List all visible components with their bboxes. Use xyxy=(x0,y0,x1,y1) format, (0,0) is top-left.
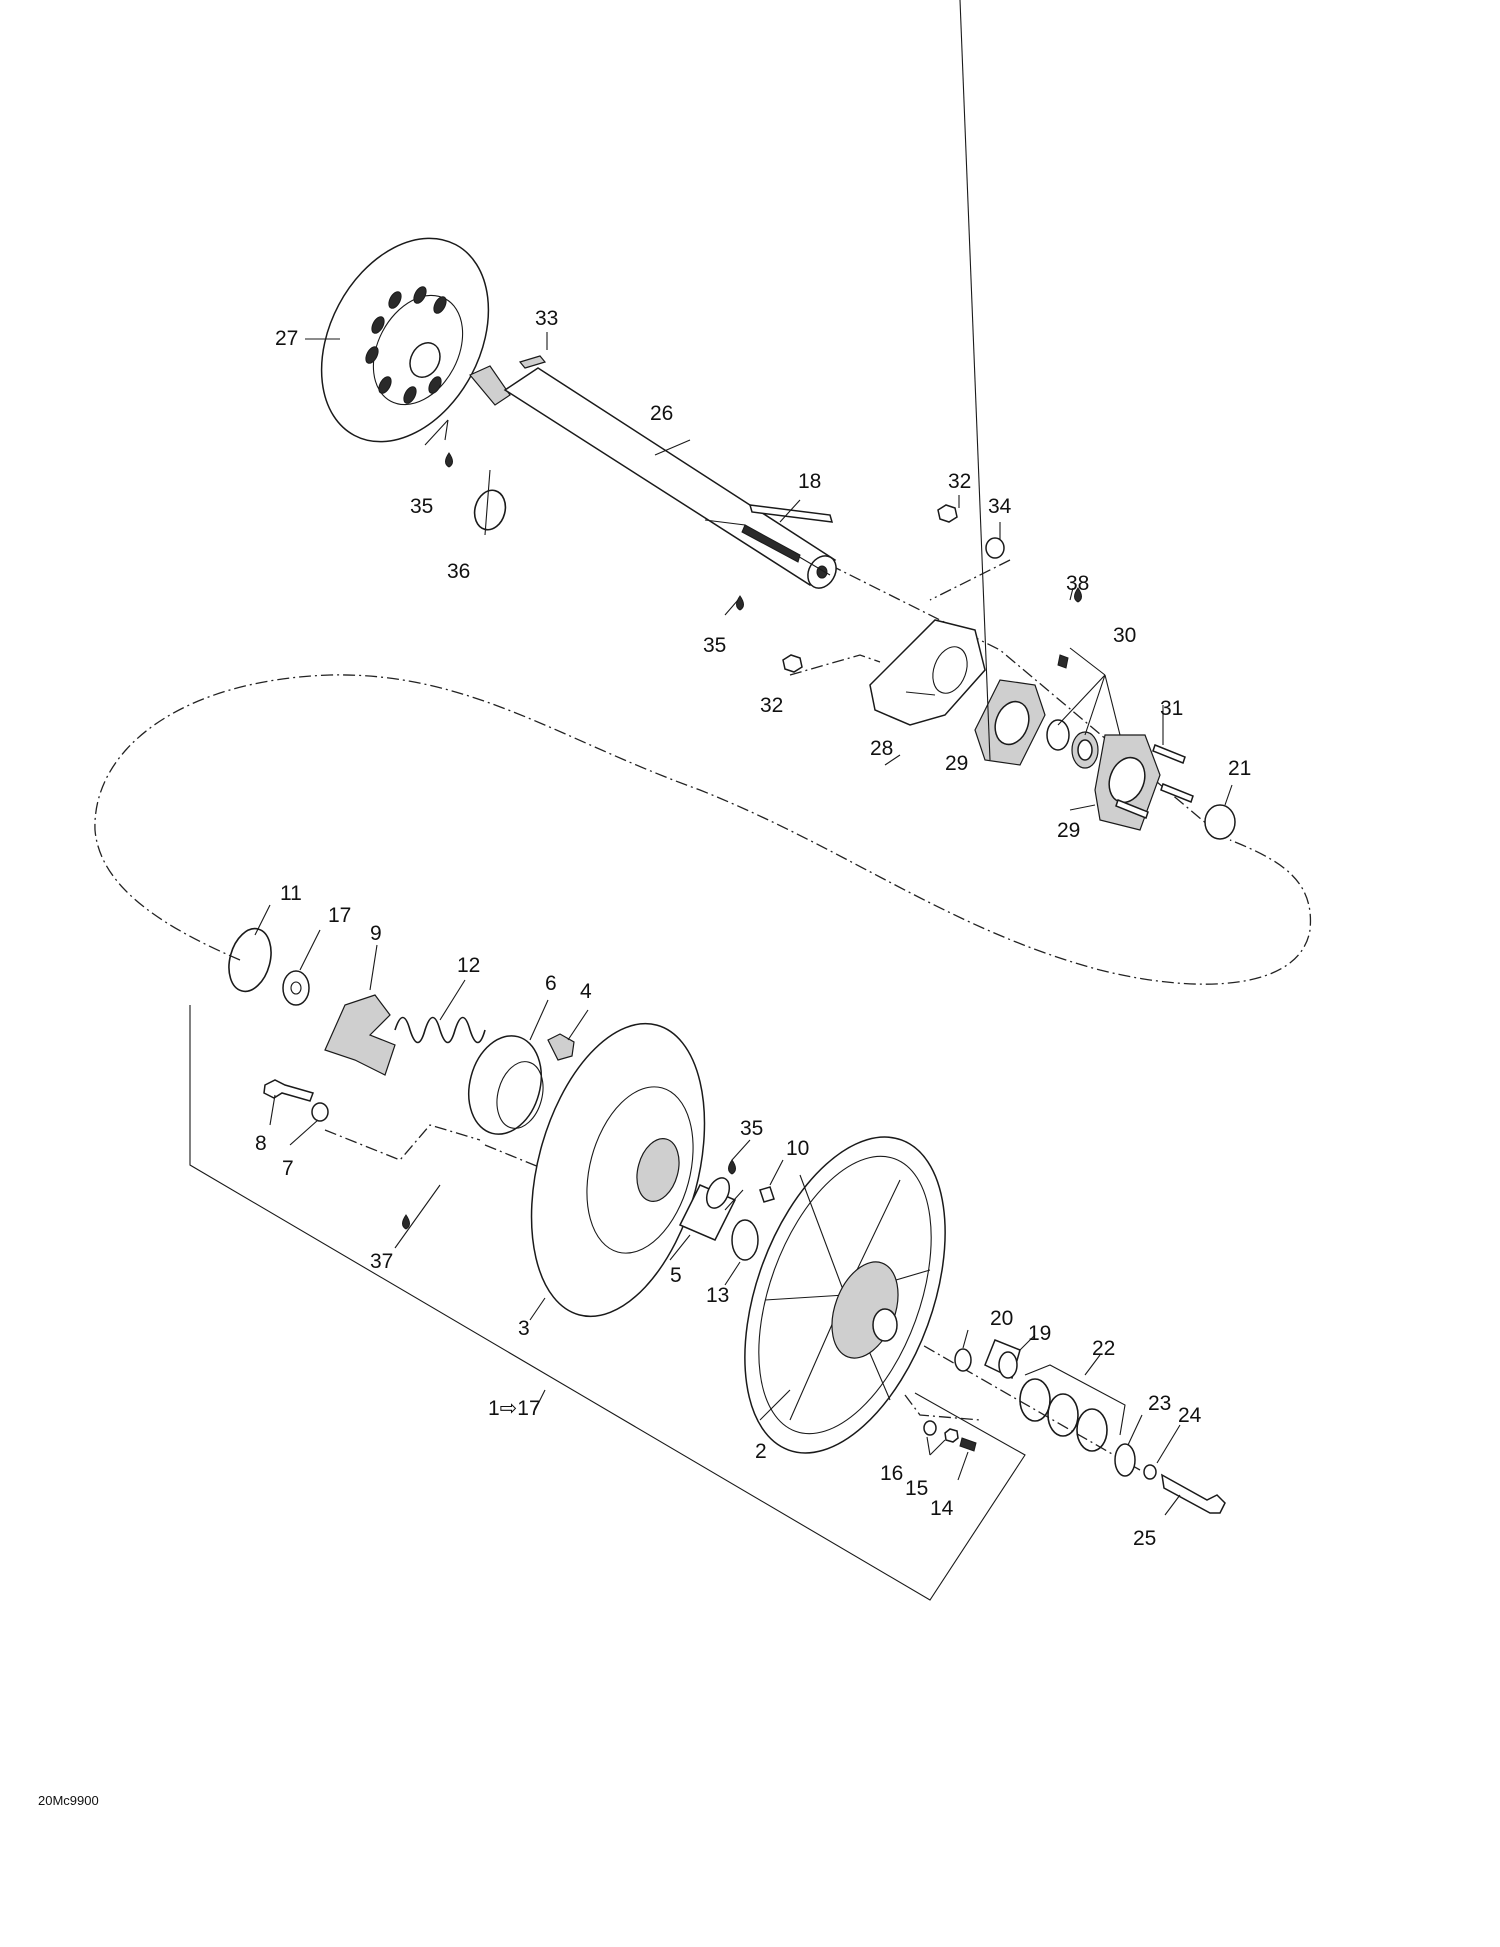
grease-drop-icon xyxy=(1074,587,1082,603)
fixed-pulley-half xyxy=(744,1136,946,1454)
assembly-bracket xyxy=(189,1005,1026,1601)
bearing-ring xyxy=(1046,719,1070,751)
slider-cup xyxy=(468,1035,542,1135)
carriage-bolt xyxy=(1152,744,1186,764)
washer-bolt-dashline xyxy=(324,1124,481,1161)
compression-spring xyxy=(394,1016,486,1044)
callout-35: 35 xyxy=(703,634,726,657)
carriage-bolt xyxy=(1160,783,1194,803)
callout-26: 26 xyxy=(650,402,673,425)
cam xyxy=(324,994,396,1076)
figure-code: 20Mc9900 xyxy=(38,1793,99,1808)
grease-drop-icon xyxy=(736,595,744,611)
callout-16: 16 xyxy=(880,1462,903,1485)
shim xyxy=(1076,1408,1108,1452)
spacer-washer xyxy=(731,1219,759,1261)
callout-22: 22 xyxy=(1092,1337,1115,1360)
o-ring xyxy=(473,489,507,531)
grease-drop-icon xyxy=(402,1214,410,1230)
slider-shoe xyxy=(547,1033,575,1061)
callout-14: 14 xyxy=(930,1497,954,1520)
callout-23: 23 xyxy=(1148,1392,1171,1415)
set-screw xyxy=(1057,654,1069,669)
spacer-bushing xyxy=(1204,804,1236,840)
callout-37: 37 xyxy=(370,1250,393,1273)
grease-drop-icon xyxy=(728,1159,736,1175)
callout-18: 18 xyxy=(798,470,821,493)
callout-32: 32 xyxy=(760,694,783,717)
hex-bolt xyxy=(263,1079,314,1102)
callout-32: 32 xyxy=(948,470,971,493)
callout-29: 29 xyxy=(1057,819,1080,842)
hex-nut xyxy=(937,504,958,523)
shaft-key xyxy=(518,355,547,369)
callout-8: 8 xyxy=(255,1132,267,1155)
long-key xyxy=(748,504,834,523)
callout-30: 30 xyxy=(1113,624,1136,647)
callout-35: 35 xyxy=(410,495,433,518)
lock-washer xyxy=(1143,1464,1157,1480)
fixed-sheave-disc xyxy=(320,237,490,443)
set-screw xyxy=(959,1437,977,1452)
bearing-plate xyxy=(869,619,986,726)
belt-path-dashline xyxy=(94,674,1312,985)
callout-31: 31 xyxy=(1160,697,1183,720)
callout-15: 15 xyxy=(905,1477,928,1500)
screw-dashline xyxy=(904,1394,981,1421)
large-washer xyxy=(1114,1443,1136,1477)
flat-washer xyxy=(954,1348,972,1372)
callout-24: 24 xyxy=(1178,1404,1202,1427)
leader-lines xyxy=(254,0,1233,1516)
callout-2: 2 xyxy=(755,1440,767,1463)
retaining-ring xyxy=(228,927,272,993)
grease-drop-icon xyxy=(445,452,453,468)
callout-6: 6 xyxy=(545,972,557,995)
callout-17: 17 xyxy=(328,904,351,927)
callout-29: 29 xyxy=(945,752,968,775)
callout-21: 21 xyxy=(1228,757,1251,780)
callout-7: 7 xyxy=(282,1157,294,1180)
sliding-sheave xyxy=(530,1022,706,1318)
callout-11: 11 xyxy=(280,882,302,905)
callout-4: 4 xyxy=(580,980,592,1003)
thrust-washer xyxy=(282,970,310,1006)
callout-1-17: 1⇨17 xyxy=(488,1397,541,1420)
flat-washer xyxy=(923,1420,937,1436)
shaft-washer-dashline xyxy=(929,559,1011,601)
callout-36: 36 xyxy=(447,560,470,583)
callout-34: 34 xyxy=(988,495,1012,518)
callout-12: 12 xyxy=(457,954,480,977)
carriage-bolt xyxy=(1115,799,1149,819)
hex-nut xyxy=(944,1428,959,1443)
lock-washer xyxy=(311,1102,329,1122)
hex-bolt xyxy=(1161,1473,1226,1514)
callout-25: 25 xyxy=(1133,1527,1156,1550)
callout-5: 5 xyxy=(670,1264,682,1287)
callout-10: 10 xyxy=(786,1137,809,1160)
callout-19: 19 xyxy=(1028,1322,1051,1345)
shim-group-bracket xyxy=(1024,1364,1126,1436)
callout-35: 35 xyxy=(740,1117,763,1140)
callout-27: 27 xyxy=(275,327,298,350)
hex-nut xyxy=(782,654,803,673)
cam-key xyxy=(759,1186,775,1203)
driven-shaft xyxy=(469,365,837,589)
shaft-nut-dashline xyxy=(789,654,881,676)
shim xyxy=(1047,1393,1079,1437)
callout-9: 9 xyxy=(370,922,382,945)
callout-28: 28 xyxy=(870,737,893,760)
callout-3: 3 xyxy=(518,1317,530,1340)
callout-13: 13 xyxy=(706,1284,729,1307)
flat-washer xyxy=(985,537,1005,559)
callout-38: 38 xyxy=(1066,572,1089,595)
shim xyxy=(1019,1378,1051,1422)
callout-20: 20 xyxy=(990,1307,1013,1330)
callout-33: 33 xyxy=(535,307,558,330)
